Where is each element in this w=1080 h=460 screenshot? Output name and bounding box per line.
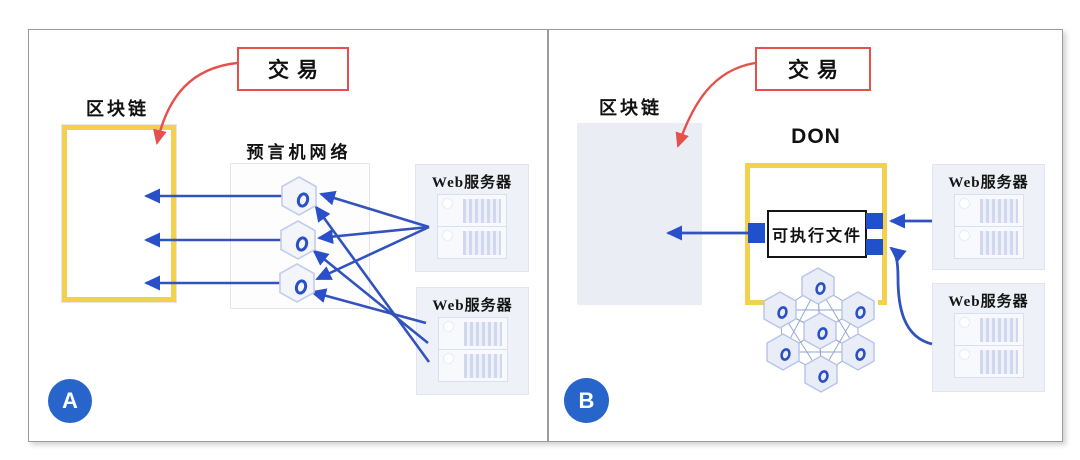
server-rack-icon — [953, 313, 1024, 378]
transaction-box-a: 交易 — [237, 47, 349, 91]
web-server-label: Web服务器 — [431, 175, 513, 191]
panel-divider — [547, 29, 549, 441]
panel-badge-b: B — [564, 378, 609, 423]
web-server-box-b-bottom: Web服务器 — [932, 283, 1045, 392]
server-rack-icon — [437, 317, 508, 382]
blockchain-box-a — [62, 125, 176, 302]
web-server-box-a-bottom: Web服务器 — [416, 287, 529, 395]
diagram-frame — [28, 29, 1063, 442]
web-server-label: Web服务器 — [948, 175, 1029, 191]
transaction-box-b: 交易 — [755, 47, 871, 91]
executable-box: 可执行文件 — [767, 210, 867, 258]
server-rack-icon — [953, 194, 1024, 259]
web-server-box-a-top: Web服务器 — [415, 164, 529, 272]
blockchain-box-b — [577, 123, 702, 305]
blockchain-label-a: 区块链 — [86, 99, 149, 119]
web-server-box-b-top: Web服务器 — [932, 164, 1045, 270]
blockchain-label-b: 区块链 — [599, 98, 662, 118]
oracle-network-label: 预言机网络 — [246, 143, 352, 162]
oracle-network-box — [230, 163, 370, 309]
web-server-label: Web服务器 — [948, 294, 1029, 310]
panel-badge-a: A — [48, 379, 92, 423]
don-label: DON — [791, 125, 841, 148]
web-server-label: Web服务器 — [432, 298, 513, 314]
server-rack-icon — [437, 194, 507, 259]
